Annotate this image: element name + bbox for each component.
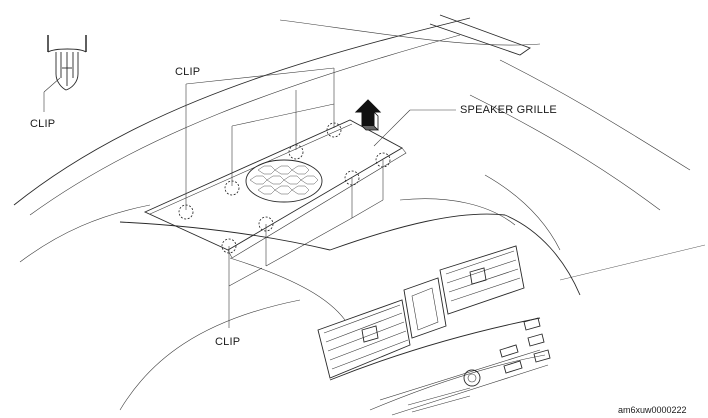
image-id-label: am6xuw0000222	[618, 405, 687, 415]
clip-marker	[221, 238, 237, 254]
clip-marker	[258, 216, 274, 232]
speaker-grille-panel	[143, 119, 407, 259]
clip-markers	[178, 122, 391, 254]
clip-marker	[224, 180, 240, 196]
clip-icon	[43, 35, 87, 112]
clip-marker	[375, 152, 391, 168]
audio-control-panel	[329, 317, 551, 416]
dashboard-top-curves	[13, 14, 706, 411]
clip-marker	[288, 144, 304, 160]
clip-inset-label: CLIP	[30, 118, 56, 130]
clip-top-label: CLIP	[175, 66, 201, 78]
clip-bottom-label: CLIP	[215, 336, 241, 348]
up-arrow-icon	[354, 99, 382, 131]
clip-marker	[178, 204, 194, 220]
dashboard-panel	[119, 174, 581, 321]
speaker-mesh	[245, 159, 323, 203]
clip-marker	[326, 122, 342, 138]
clip-marker	[344, 170, 360, 186]
speaker-grille-label: SPEAKER GRILLE	[460, 104, 557, 116]
center-air-vents	[317, 245, 525, 379]
clip-leader-lines	[185, 67, 456, 328]
